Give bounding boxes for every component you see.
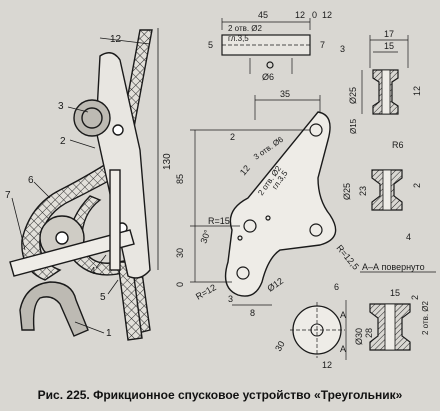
tri-angle-30: 30°: [198, 228, 212, 245]
label-part-6: 6: [28, 175, 34, 186]
roller-top-part-3: 3: [340, 44, 345, 54]
tri-dim-35: 35: [280, 89, 290, 99]
section-part-6: 6: [334, 282, 339, 292]
tri-r125: R=12,5: [334, 243, 360, 272]
tri-dim-3: 3: [228, 294, 233, 304]
roller-mid-dim-23: 23: [358, 186, 368, 196]
pin-depth: гл.3,5: [228, 34, 249, 43]
label-part-5: 5: [100, 292, 106, 303]
tri-part-2: 2: [230, 132, 235, 142]
triangle-plate: [95, 52, 151, 279]
upper-roller: [73, 99, 111, 137]
tri-dim-85: 85: [175, 174, 185, 184]
pin-dim-12: 12: [295, 10, 305, 20]
pin-dim-45: 45: [258, 10, 268, 20]
assembly-view: [9, 29, 153, 341]
pin-holes: 2 отв. Ø2: [228, 24, 263, 33]
label-part-1: 1: [106, 328, 112, 339]
figure-caption: Рис. 225. Фрикционное спусковое устройст…: [37, 388, 403, 402]
roller-top-phi25: Ø25: [348, 87, 358, 104]
roller-mid-phi25: Ø25: [342, 183, 352, 200]
section-title: А–А повернуто: [362, 262, 425, 272]
pin-dim-12b: 12: [322, 10, 332, 20]
section-mark-a2: А: [340, 344, 346, 354]
tri-dim-8: 8: [250, 308, 255, 318]
tri-r12: R=12: [194, 282, 218, 302]
technical-drawing: 3 2 6 7 4 5 1 12 130 45 12 0 12 5 7 2 от…: [5, 10, 436, 370]
tri-dim-12: 12: [238, 163, 252, 177]
roller-top-dim-17: 17: [384, 29, 394, 39]
roller-top-detail: 17 15 3 Ø25 Ø15 12: [340, 29, 422, 134]
section-holes: 2 отв. Ø2: [421, 300, 430, 335]
section-detail: А–А повернуто 6 15 2 2 отв. Ø2 Ø30 28 30…: [273, 262, 436, 370]
roller-top-dim-15: 15: [384, 41, 394, 51]
pin-detail: 45 12 0 12 5 7 2 отв. Ø2 гл.3,5 Ø6: [208, 10, 332, 82]
rope-diagonal: [21, 148, 133, 281]
pin-dim-5: 5: [208, 40, 213, 50]
label-part-2: 2: [60, 136, 66, 147]
section-dim-2: 2: [410, 295, 420, 300]
section-dim-28: 28: [364, 328, 374, 338]
tri-dim-30: 30: [175, 248, 185, 258]
tri-dim-0: 0: [175, 282, 185, 287]
section-dim-12: 12: [322, 360, 332, 370]
label-part-7: 7: [5, 190, 11, 201]
pin-dia-6: Ø6: [262, 72, 274, 82]
roller-mid-part-4: 4: [406, 232, 411, 242]
dim-left-12: 12: [110, 34, 122, 45]
roller-mid-dim-2: 2: [412, 183, 422, 188]
section-mark-a: А: [340, 310, 346, 320]
roller-top-dim-12: 12: [412, 86, 422, 96]
label-part-4: 4: [90, 266, 96, 277]
section-angle-30: 30: [273, 339, 287, 353]
carabiner: [19, 281, 89, 337]
tri-phi12: Ø12: [265, 276, 285, 294]
assembly-labels: 3 2 6 7 4 5 1 12 130: [5, 34, 173, 339]
roller-mid-r6: R6: [392, 140, 404, 150]
dim-left-130: 130: [162, 153, 173, 170]
leader-lines: [11, 28, 159, 334]
section-dim-15: 15: [390, 288, 400, 298]
pin-dim-0: 0: [312, 10, 317, 20]
tri-r15: R=15: [208, 216, 230, 226]
label-part-3: 3: [58, 101, 64, 112]
roller-top-phi15: Ø15: [349, 118, 358, 134]
roller-mid-detail: R6 2 Ø25 23 4: [342, 140, 422, 242]
pin-part-7: 7: [320, 40, 325, 50]
section-phi30: Ø30: [354, 328, 364, 345]
lever: [9, 229, 135, 277]
